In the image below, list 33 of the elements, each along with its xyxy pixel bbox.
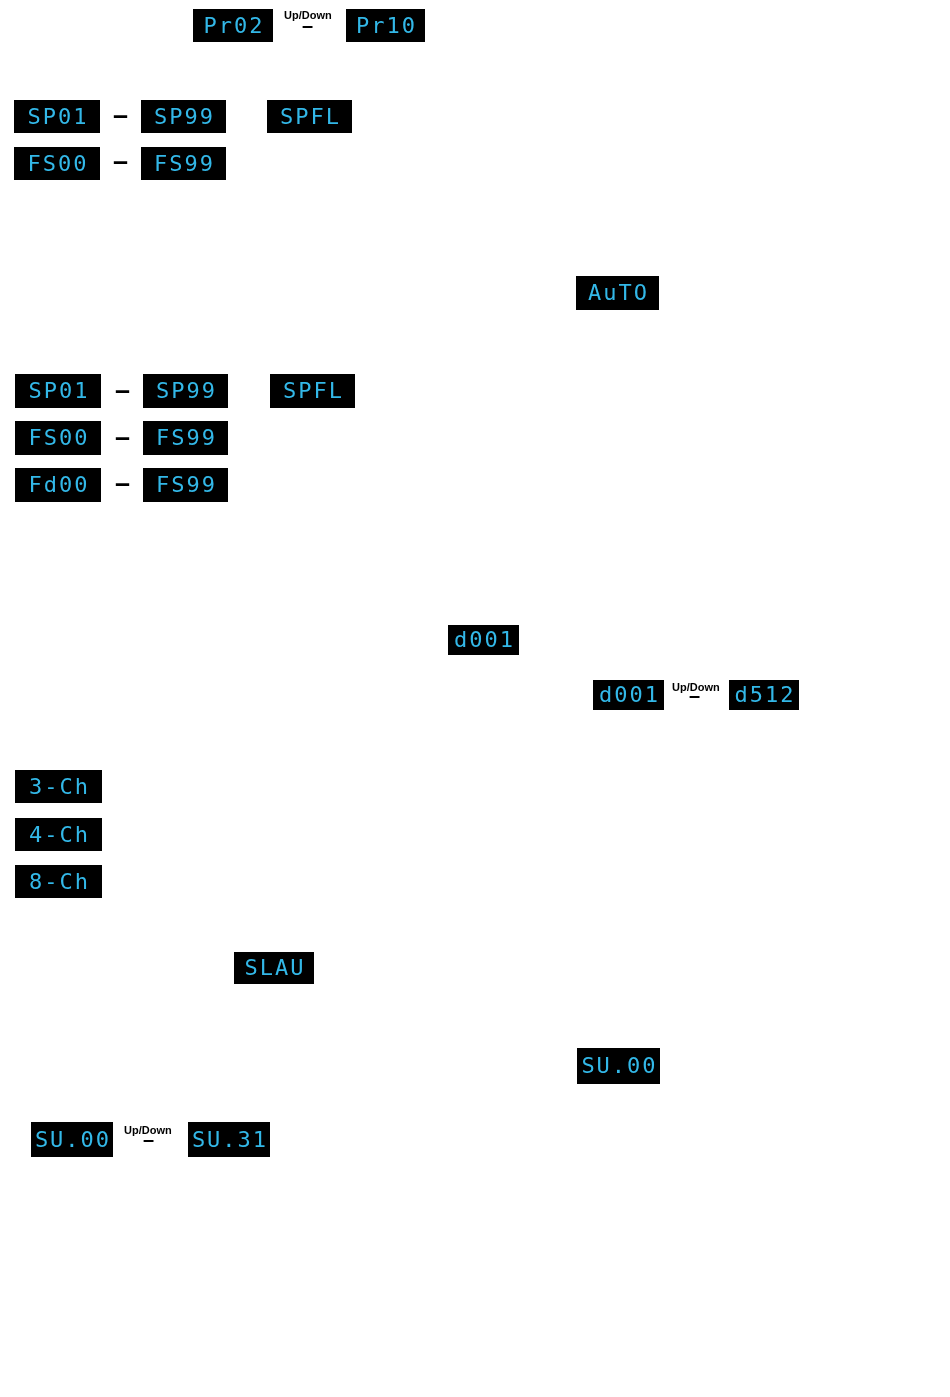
led-display: SP01 — [15, 374, 101, 408]
led-display: 3-Ch — [15, 770, 102, 803]
range-dash: – — [113, 102, 129, 129]
led-display: SP99 — [141, 100, 226, 133]
led-display: SU.00 — [577, 1048, 660, 1084]
led-display: FS99 — [143, 421, 228, 455]
led-display: SU.31 — [188, 1122, 270, 1157]
led-display: SP99 — [143, 374, 228, 408]
up-down-label: Up/Down — [124, 1125, 172, 1136]
led-display: Pr10 — [346, 9, 425, 42]
led-display: AuTO — [576, 276, 659, 310]
led-display: d512 — [729, 680, 799, 710]
led-display: SPFL — [267, 100, 352, 133]
led-display: SPFL — [270, 374, 355, 408]
led-display: 4-Ch — [15, 818, 102, 851]
led-display: FS00 — [14, 147, 100, 180]
led-display: FS99 — [143, 468, 228, 502]
led-display: Pr02 — [193, 9, 273, 42]
led-display: d001 — [593, 680, 664, 710]
led-display: FS00 — [15, 421, 101, 455]
led-display: FS99 — [141, 147, 226, 180]
led-display: SU.00 — [31, 1122, 113, 1157]
range-dash: – — [115, 470, 131, 497]
led-display: SLAU — [234, 952, 314, 984]
range-dash: – — [115, 377, 131, 404]
led-display: d001 — [448, 625, 519, 655]
up-down-label: Up/Down — [672, 682, 720, 693]
led-display: SP01 — [14, 100, 100, 133]
range-dash: – — [115, 424, 131, 451]
up-down-label: Up/Down — [284, 10, 332, 21]
range-dash: – — [113, 148, 129, 175]
led-display: 8-Ch — [15, 865, 102, 898]
led-display: Fd00 — [15, 468, 101, 502]
